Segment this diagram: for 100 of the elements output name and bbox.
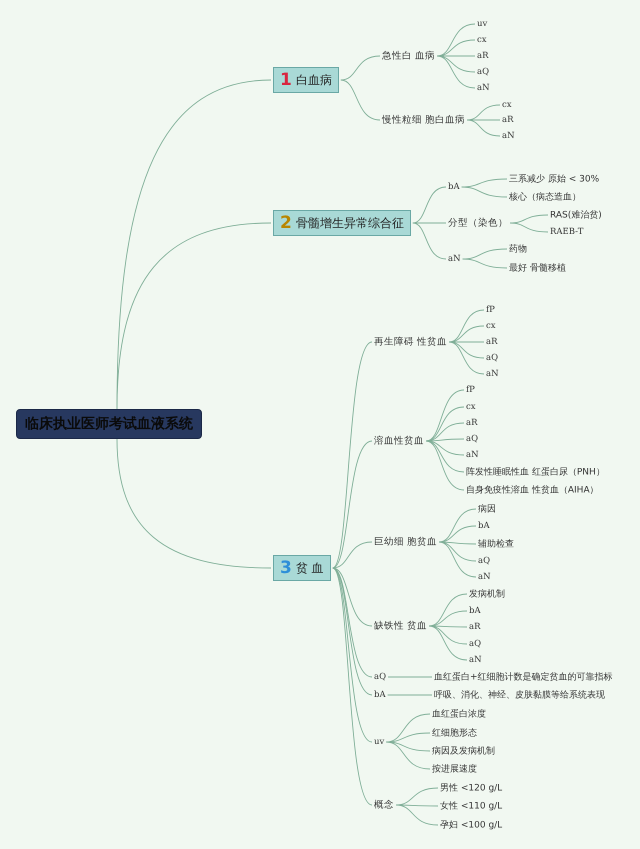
leaf-label: RAEB-T <box>550 227 584 237</box>
branch-line <box>448 310 484 342</box>
leaf-label: bA <box>374 690 386 700</box>
branch-line <box>436 24 476 56</box>
branch-line <box>438 508 476 542</box>
branch-line <box>448 342 484 374</box>
branch-line <box>396 804 438 826</box>
leaf-label: 药物 <box>509 242 527 256</box>
branch-label: 缺铁性 贫血 <box>374 620 428 632</box>
leaf-label: aR <box>469 622 480 632</box>
leaf-label: 女性 <110 g/L <box>440 800 502 812</box>
branch-line <box>426 440 464 490</box>
branch-line <box>412 186 446 224</box>
branch-line <box>438 542 476 578</box>
branch-line <box>426 406 464 442</box>
root-box: 临床执业医师考试血液系统 <box>16 409 202 439</box>
leaf-label: bA <box>448 182 460 192</box>
leaf-label: aQ <box>486 353 498 363</box>
branch-label: 慢性粒细 胞白血病 <box>382 114 466 126</box>
topic-number: 1 <box>280 70 292 90</box>
branch-line <box>448 342 484 358</box>
branch-line <box>426 440 464 472</box>
leaf-label: aN <box>477 83 490 93</box>
topic-number: 3 <box>280 558 292 578</box>
branch-line <box>386 742 430 770</box>
leaf-label: fP <box>486 305 495 315</box>
leaf-label: aN <box>448 254 461 264</box>
branch-line <box>332 568 372 742</box>
branch-label: 急性白 血病 <box>382 50 436 62</box>
leaf-label: 病因及发病机制 <box>432 744 495 758</box>
branch-line <box>426 390 464 442</box>
leaf-label: 自身免疫性溶血 性贫血（AIHA） <box>466 484 599 496</box>
leaf-label: cx <box>466 402 476 412</box>
branch-line <box>428 626 468 644</box>
leaf-label: 最好 骨髓移植 <box>509 262 566 274</box>
topic-box <box>273 67 339 93</box>
branch-line <box>461 186 508 198</box>
leaf-label: aQ <box>466 434 478 444</box>
branch-label: 分型（染色） <box>448 216 508 230</box>
leaf-label: 孕妇 <100 g/L <box>440 818 502 832</box>
leaf-label: 血红蛋白浓度 <box>432 708 486 720</box>
branch-line <box>340 56 380 80</box>
leaf-label: bA <box>469 606 481 616</box>
leaf-label: aR <box>502 115 514 125</box>
leaf-label: cx <box>477 35 487 45</box>
branch-line <box>332 568 372 806</box>
branch-line <box>426 440 464 456</box>
branch-line <box>510 222 548 232</box>
leaf-label: 血红蛋白+红细胞计数是确定贫血的可靠指标 <box>434 670 613 684</box>
branch-line <box>438 542 476 562</box>
leaf-label: 按进展速度 <box>432 762 477 776</box>
branch-line <box>116 438 272 568</box>
leaf-label: cx <box>502 100 512 110</box>
branch-line <box>412 222 446 224</box>
leaf-label: aQ <box>374 672 386 682</box>
leaf-label: RAS(难治贫) <box>550 208 602 222</box>
branch-line <box>332 568 372 626</box>
leaf-label: aR <box>466 418 478 428</box>
leaf-label: 辅助检查 <box>478 538 514 550</box>
branch-line <box>462 258 508 268</box>
branch-line <box>428 594 468 626</box>
branch-line <box>428 626 468 660</box>
leaf-label: uv <box>374 737 384 747</box>
branch-line <box>388 676 432 678</box>
topic-box <box>273 210 411 236</box>
leaf-label: cx <box>486 321 496 331</box>
topic-box <box>273 555 331 581</box>
leaf-label: fP <box>466 385 475 395</box>
branch-line <box>387 694 432 696</box>
branch-line <box>436 56 476 88</box>
branch-line <box>436 56 476 72</box>
leaf-label: 发病机制 <box>469 588 505 600</box>
leaf-label: aN <box>466 450 479 460</box>
leaf-label: aQ <box>477 67 490 77</box>
leaf-label: aN <box>502 131 515 141</box>
branch-label: 巨幼细 胞贫血 <box>374 536 438 548</box>
leaf-label: aR <box>477 51 488 61</box>
topic-label: 骨髓增生异常综合征 <box>296 216 404 230</box>
leaf-label: aN <box>469 655 482 665</box>
leaf-label: 呼吸、消化、神经、皮肤黏膜等给系统表现 <box>434 688 605 702</box>
branch-line <box>332 542 372 568</box>
leaf-label: aN <box>478 572 491 582</box>
branch-label: 溶血性贫血 <box>374 434 424 448</box>
branch-label: 概念 <box>374 798 394 812</box>
branch-line <box>332 440 372 568</box>
leaf-label: 红细胞形态 <box>432 726 477 740</box>
branch-line <box>466 120 500 136</box>
leaf-label: 核心（病态造血） <box>509 190 581 204</box>
leaf-label: 阵发性睡眠性血 红蛋白尿（PNH） <box>466 466 605 478</box>
leaf-label: aQ <box>478 556 490 566</box>
leaf-label: aN <box>486 369 499 379</box>
leaf-label: aQ <box>469 639 482 649</box>
leaf-label: aR <box>486 337 498 347</box>
leaf-label: 男性 <120 g/L <box>440 782 502 794</box>
branch-line <box>340 80 380 120</box>
leaf-label: bA <box>478 521 490 531</box>
leaf-label: 病因 <box>478 502 496 516</box>
leaf-label: uv <box>477 19 488 29</box>
branch-line <box>332 342 372 568</box>
topic-label: 贫 血 <box>296 561 324 575</box>
